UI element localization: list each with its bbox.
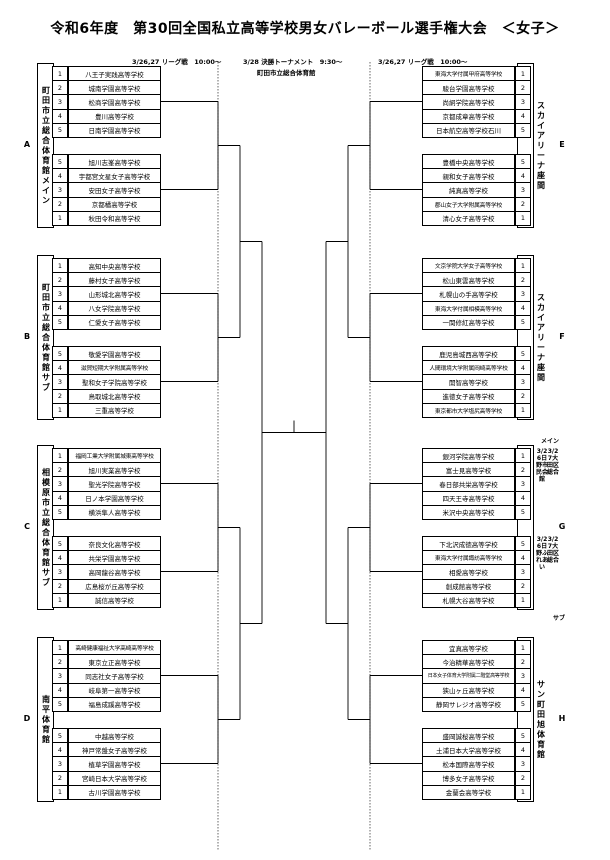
pool-letter: E — [559, 140, 565, 149]
left-schedule-header: 3/26,27 リーグ戦 10:00～ — [132, 58, 222, 66]
seed-number: 5 — [515, 314, 531, 330]
venue-label: 3/27大田区総合 — [547, 536, 560, 564]
page-title: 令和6年度 第30回全国私立高等学校男女バレーボール選手権大会 ＜女子＞ — [50, 21, 560, 37]
venue-label: 相模原市立総合体育館サブ — [42, 467, 50, 587]
seed-number: 3 — [52, 756, 68, 772]
seed-number: 1 — [52, 210, 68, 226]
right-schedule-header: 3/26,27 リーグ戦 10:00～ — [378, 58, 468, 66]
seed-number: 3 — [515, 756, 531, 772]
pool-letter: D — [23, 714, 31, 723]
team-name: 金蘭会高等学校 — [422, 784, 515, 800]
seed-number: 3 — [52, 374, 68, 390]
pool-h-frame — [517, 637, 534, 802]
team-name: 誠信高等学校 — [68, 592, 161, 608]
venue-label: 町田市立総合体育館サブ — [42, 282, 50, 392]
team-name: 福島成蹊高等学校 — [68, 696, 161, 712]
seed-number: 1 — [52, 592, 68, 608]
seed-number: 2 — [515, 196, 531, 212]
seed-number: 1 — [515, 402, 531, 418]
seed-number: 5 — [52, 122, 68, 138]
seed-number: 5 — [52, 696, 68, 712]
pool-a-frame — [37, 63, 54, 228]
team-name: 東京都市大学塩尻高等学校 — [422, 402, 515, 418]
venue-label: スカイアリーナ座間 — [537, 292, 545, 382]
seed-number: 5 — [52, 504, 68, 520]
pool-letter: A — [23, 140, 31, 149]
seed-number: 1 — [515, 210, 531, 226]
seed-number: 1 — [515, 66, 531, 82]
pool-letter: F — [559, 332, 565, 341]
venue-label: スカイアリーナ座間 — [537, 100, 545, 190]
pool-e-frame — [517, 63, 534, 228]
venue-label: サン町田旭体育館 — [537, 679, 545, 759]
pool-b-frame — [37, 255, 54, 420]
seed-number: 4 — [52, 168, 68, 184]
team-name: 三重高等学校 — [68, 402, 161, 418]
team-name: 古川学園高等学校 — [68, 784, 161, 800]
venue-label: 3/26日野市民会館 — [536, 448, 549, 483]
center-venue: 町田市立総合体育館 — [257, 69, 316, 77]
seed-number: 3 — [515, 476, 531, 492]
seed-number: 5 — [515, 504, 531, 520]
seed-number: 2 — [515, 80, 531, 96]
seed-number: 4 — [515, 108, 531, 124]
team-name: 札幌大谷高等学校 — [422, 592, 515, 608]
sub-label: サブ — [553, 615, 566, 622]
pool-letter: C — [24, 522, 30, 531]
seed-number: 3 — [52, 668, 68, 684]
main-label: メイン — [541, 438, 560, 445]
venue-label: 南平体育館 — [42, 694, 50, 744]
seed-number: 5 — [52, 154, 68, 170]
seed-number: 5 — [515, 696, 531, 712]
pool-g-frame — [517, 445, 534, 610]
team-name: 秋田令和高等学校 — [68, 210, 161, 226]
pool-letter: H — [558, 714, 566, 723]
pool-f-frame — [517, 255, 534, 420]
team-name: 一関修紅高等学校 — [422, 314, 515, 330]
center-schedule-header: 3/28 決勝トーナメント 9:30～ — [243, 58, 343, 66]
seed-number: 1 — [52, 784, 68, 800]
venue-label: 町田市立総合体育館メイン — [42, 85, 50, 205]
pool-d-frame — [37, 637, 54, 802]
venue-label: 3/26日野ふれあい — [536, 536, 549, 571]
team-name: 清心女子高等学校 — [422, 210, 515, 226]
team-name: 日南学園高等学校 — [68, 122, 161, 138]
seed-number: 4 — [52, 682, 68, 698]
team-name: 静岡サレジオ高等学校 — [422, 696, 515, 712]
pool-letter: B — [23, 332, 31, 341]
team-name: 仁愛女子高等学校 — [68, 314, 161, 330]
seed-number: 2 — [515, 462, 531, 478]
team-name: 米沢中央高等学校 — [422, 504, 515, 520]
seed-number: 5 — [52, 314, 68, 330]
team-name: 日本航空高等学校石川 — [422, 122, 515, 138]
team-name: 横浜隼人高等学校 — [68, 504, 161, 520]
seed-number: 5 — [515, 122, 531, 138]
seed-number: 1 — [515, 592, 531, 608]
venue-label: 3/27大田区総合 — [547, 448, 560, 476]
pool-letter: G — [558, 522, 566, 531]
pool-c-frame — [37, 445, 54, 610]
seed-number: 1 — [515, 784, 531, 800]
seed-number: 1 — [52, 402, 68, 418]
